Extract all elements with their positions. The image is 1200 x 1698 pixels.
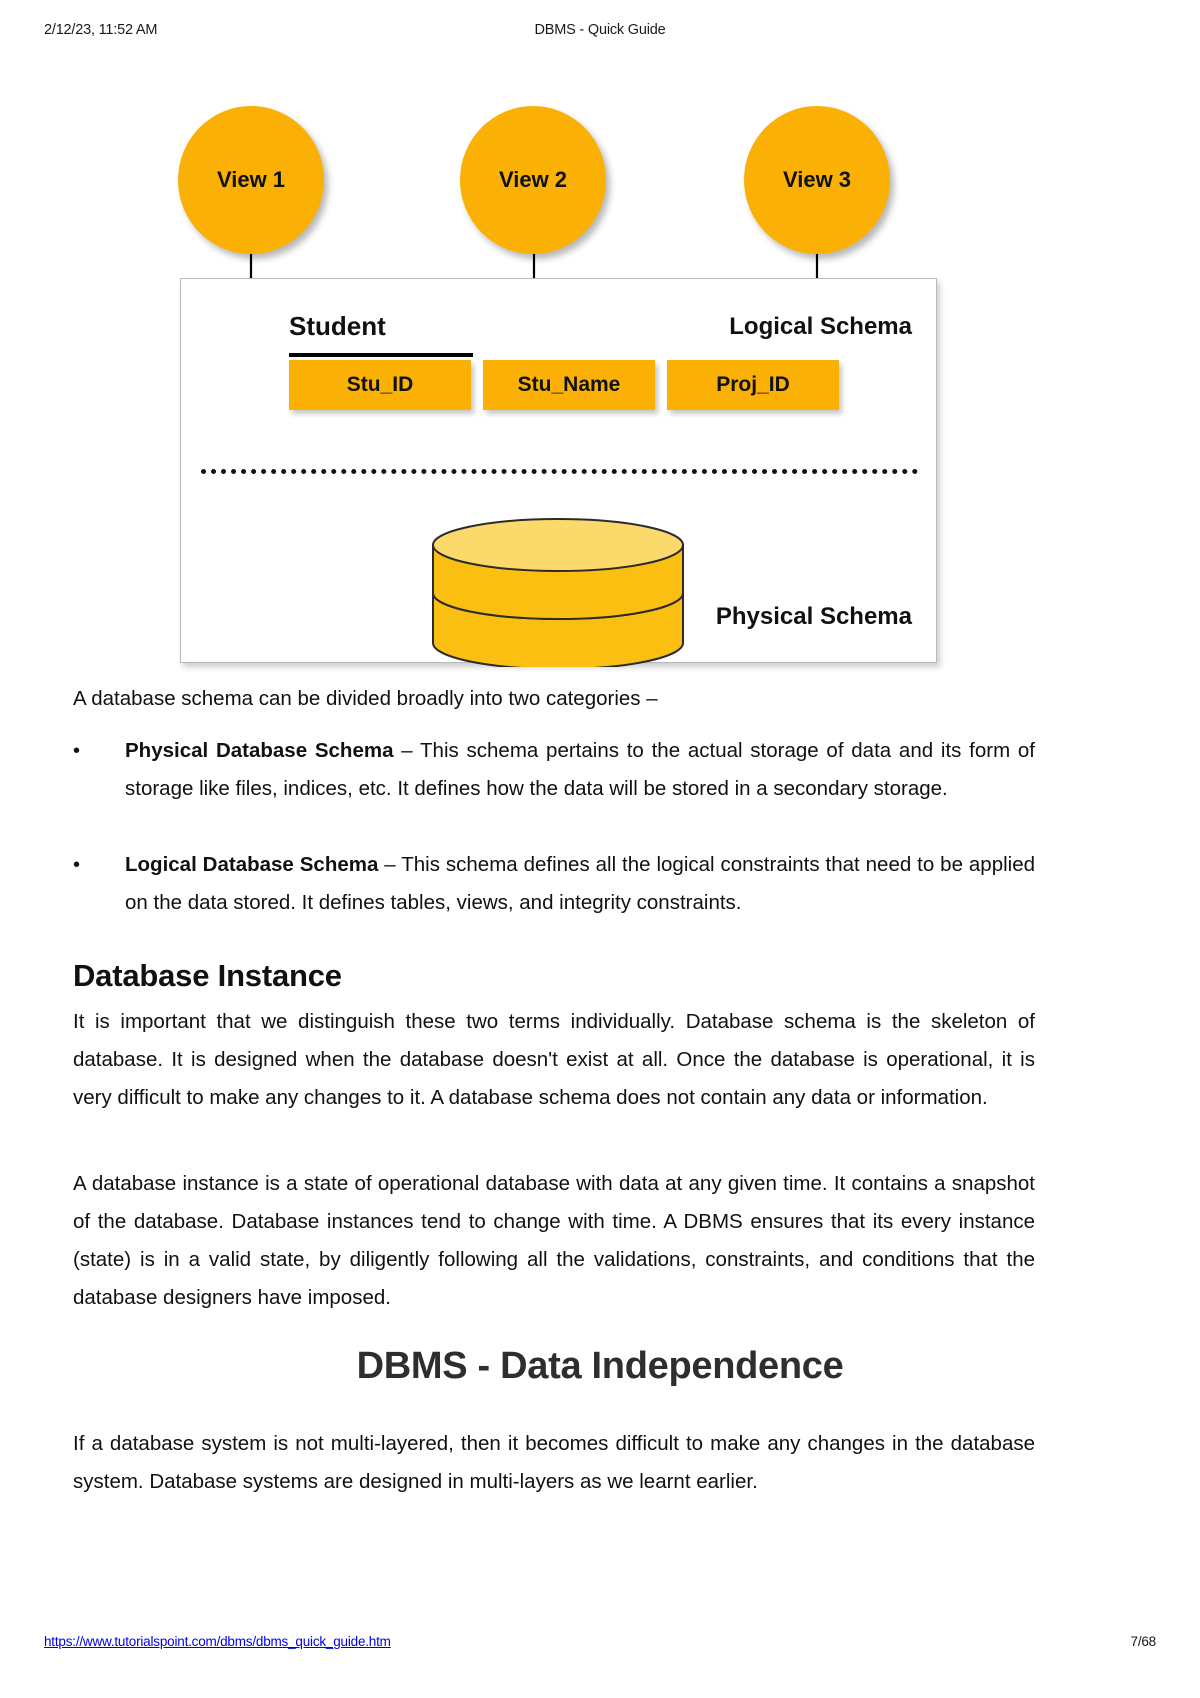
logical-physical-divider [201,469,918,474]
view-bubble-3-label: View 3 [782,167,852,192]
view-bubble-1-label: View 1 [216,167,286,192]
paragraph-multi-layer-intro: If a database system is not multi-layere… [73,1432,1035,1493]
section-heading-database-instance: Database Instance [73,958,342,993]
logical-schema-label: Logical Schema [729,313,912,340]
student-table-underline [289,353,473,357]
schema-box: Logical Schema Student Stu_ID Stu_Name P… [180,278,937,667]
intro-paragraph: A database schema can be divided broadly… [73,687,658,710]
attribute-stu-name: Stu_Name [483,360,655,410]
student-attribute-row: Stu_ID Stu_Name Proj_ID [289,360,839,410]
student-table-name: Student [289,311,386,341]
view-bubble-1: View 1 [178,106,324,254]
footer-source-url[interactable]: https://www.tutorialspoint.com/dbms/dbms… [44,1634,391,1649]
footer-page-number: 7/68 [1130,1634,1157,1649]
bullet-logical-database-schema: Logical Database Schema – This schema de… [73,846,1035,922]
bullet-term-logical: Logical Database Schema [125,853,379,876]
schema-architecture-figure: View 1 View 2 View 3 Logical Schema Stud… [0,48,1200,673]
page-header: 2/12/23, 11:52 AM DBMS - Quick Guide [0,22,1200,44]
header-date: 2/12/23, 11:52 AM [44,22,158,38]
paragraph-database-schema-vs-instance: It is important that we distinguish thes… [73,1010,1035,1109]
header-title: DBMS - Quick Guide [534,22,666,38]
bullet-term-physical: Physical Database Schema [125,739,394,762]
paragraph-database-instance-definition: A database instance is a state of operat… [73,1172,1035,1309]
view-bubble-2-label: View 2 [498,167,568,192]
page-footer: https://www.tutorialspoint.com/dbms/dbms… [0,1634,1200,1654]
physical-schema-label: Physical Schema [715,603,912,630]
attribute-proj-id: Proj_ID [667,360,839,410]
attribute-stu-id: Stu_ID [289,360,471,410]
view-bubble-3: View 3 [744,106,890,254]
bullet-text-logical: – This schema defines all the logical co… [125,853,1036,914]
chapter-heading-data-independence: DBMS - Data Independence [356,1345,844,1387]
view-bubble-2: View 2 [460,106,606,254]
database-cylinder-icon [432,518,684,667]
bullet-text-physical: – This schema pertains to the actual sto… [125,739,1035,800]
bullet-physical-database-schema: Physical Database Schema – This schema p… [73,732,1035,808]
